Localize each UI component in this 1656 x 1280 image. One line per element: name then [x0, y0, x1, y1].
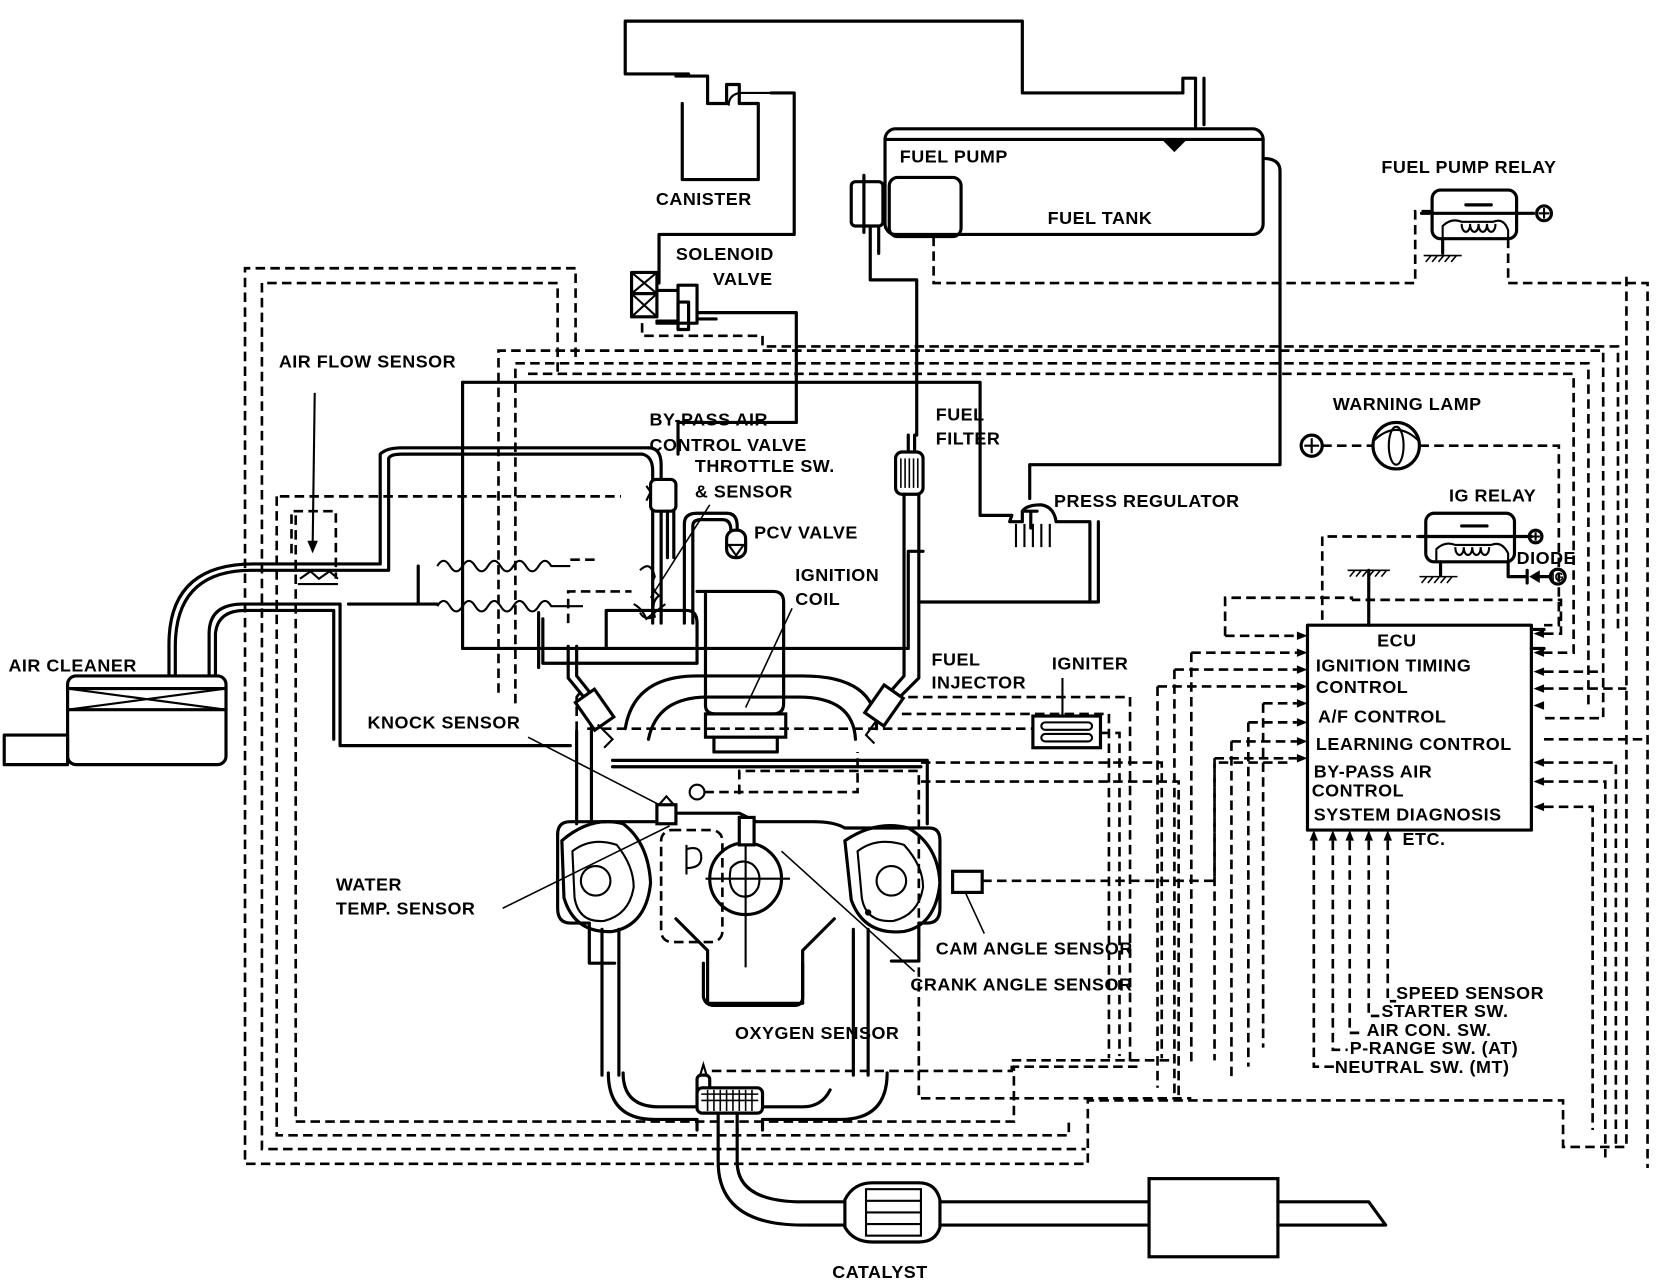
- ecu-input-item: STARTER SW.: [1381, 1001, 1508, 1021]
- warning-lamp: WARNING LAMP: [1299, 394, 1561, 627]
- solenoid-valve-label-2: VALVE: [713, 269, 773, 289]
- ecu-left-connectors: [1156, 596, 1354, 1099]
- ecu: ECU IGNITION TIMING CONTROL A/F CONTROL …: [1156, 596, 1644, 1158]
- throttle-switch-sensor: THROTTLE SW. & SENSOR: [649, 456, 835, 599]
- air-flow-sensor-label-text: AIR FLOW SENSOR: [279, 352, 456, 372]
- ig-terminal-icon: [1548, 567, 1567, 586]
- press-regulator-label: PRESS REGULATOR: [1054, 491, 1240, 511]
- fuel-filter-label-1: FUEL: [936, 404, 985, 424]
- wiring-harness-left: [243, 266, 1628, 1166]
- ig-relay-label: IG RELAY: [1449, 486, 1536, 506]
- battery-positive-icon-ig: [1527, 528, 1544, 545]
- fuel-tank: FUEL TANK: [883, 127, 1265, 237]
- water-temp-sensor: WATER TEMP. SENSOR: [336, 825, 670, 919]
- bypass-valve-label-1: BY-PASS AIR: [650, 410, 768, 430]
- canister: CANISTER: [656, 74, 796, 285]
- ignition-coil-label-1: IGNITION: [795, 565, 879, 585]
- cam-angle-sensor: CAM ANGLE SENSOR: [936, 761, 1291, 959]
- solenoid-valve: SOLENOID VALVE: [629, 244, 1620, 630]
- evap-vent-line: [623, 19, 1206, 129]
- catalyst: CATALYST: [832, 1181, 942, 1280]
- bypass-valve-label-2: CONTROL VALVE: [650, 435, 807, 455]
- fuel-return-line: [1028, 156, 1282, 501]
- throttle-sensor-body: [648, 477, 678, 513]
- fuel-injector-label-1: FUEL: [932, 649, 981, 669]
- ignition-coil: IGNITION COIL: [695, 565, 879, 754]
- ecu-input-item: NEUTRAL SW. (MT): [1335, 1057, 1510, 1077]
- by-pass-air-control-valve: BY-PASS AIR CONTROL VALVE: [650, 410, 807, 455]
- fuel-pump-relay-label: FUEL PUMP RELAY: [1381, 157, 1556, 177]
- knock-sensor-label: KNOCK SENSOR: [368, 713, 521, 733]
- ground-icon: [1423, 254, 1462, 263]
- fuel-injector-label-2: INJECTOR: [932, 673, 1027, 693]
- ecu-function: A/F CONTROL: [1318, 706, 1446, 726]
- ecu-function: SYSTEM DIAGNOSIS: [1314, 805, 1502, 825]
- ecu-function: CONTROL: [1316, 677, 1408, 697]
- fuel-injector-right: FUEL INJECTOR: [862, 547, 1132, 1067]
- engine-block: [556, 674, 942, 1077]
- warning-lamp-label: WARNING LAMP: [1333, 394, 1482, 414]
- throttle-sw-label-2: & SENSOR: [695, 481, 793, 501]
- catalyst-label: CATALYST: [832, 1262, 928, 1280]
- ecu-function: CONTROL: [1312, 780, 1404, 800]
- ecu-function: IGNITION TIMING: [1316, 656, 1471, 676]
- oxygen-sensor-label: OXYGEN SENSOR: [735, 1023, 899, 1043]
- ecu-input-list: SPEED SENSOR STARTER SW. AIR CON. SW. P-…: [1335, 983, 1544, 1077]
- fuel-pump-relay: FUEL PUMP RELAY: [1381, 157, 1649, 1169]
- exhaust-system: OXYGEN SENSOR: [606, 1023, 1173, 1227]
- cam-angle-sensor-label: CAM ANGLE SENSOR: [936, 939, 1133, 959]
- crank-angle-sensor: CRANK ANGLE SENSOR: [780, 850, 1132, 995]
- diode-icon: [1529, 570, 1540, 583]
- ecu-bottom-connectors: [1309, 830, 1397, 1068]
- crank-angle-sensor-label: CRANK ANGLE SENSOR: [910, 975, 1132, 995]
- ecu-input-item: AIR CON. SW.: [1367, 1020, 1492, 1040]
- throttle-sw-label-1: THROTTLE SW.: [695, 456, 835, 476]
- air-cleaner-label: AIR CLEANER: [8, 656, 136, 676]
- ecu-function: ETC.: [1403, 829, 1446, 849]
- ig-relay: IG RELAY DIODE IG: [1320, 486, 1576, 627]
- solenoid-valve-label-1: SOLENOID: [676, 244, 774, 264]
- fuel-level-marker-icon: [1161, 139, 1188, 153]
- air-flow-sensor: AIR FLOW SENSOR: [279, 352, 456, 586]
- air-cleaner: AIR CLEANER: [2, 446, 651, 767]
- wiring-harness-engine: [566, 590, 1192, 1100]
- pressure-regulator: PRESS REGULATOR: [1008, 491, 1240, 604]
- ground-icon-ig-relay: [1419, 575, 1458, 584]
- ecu-input-item: P-RANGE SW. (AT): [1350, 1038, 1519, 1058]
- ecu-title: ECU: [1377, 630, 1416, 650]
- fuel-pump: FUEL PUMP: [849, 147, 1433, 437]
- igniter-label: IGNITER: [1052, 654, 1128, 674]
- fuel-pump-label: FUEL PUMP: [900, 147, 1008, 167]
- wiring-harness-top: [497, 349, 1605, 720]
- intake-bellows: [436, 559, 583, 613]
- pcv-valve: PCV VALVE: [682, 511, 858, 625]
- battery-positive-icon: [1535, 204, 1554, 223]
- fuel-filter: FUEL FILTER: [894, 404, 1100, 604]
- fuel-tank-label: FUEL TANK: [1048, 208, 1153, 228]
- intake-plenum: [460, 380, 982, 670]
- pcv-valve-label: PCV VALVE: [754, 523, 858, 543]
- fuel-filter-label-2: FILTER: [936, 429, 1001, 449]
- igniter: IGNITER: [587, 654, 1128, 1057]
- fuel-injector-left: [566, 644, 617, 749]
- knock-sensor: KNOCK SENSOR: [368, 713, 859, 826]
- ecu-function: BY-PASS AIR: [1314, 761, 1432, 781]
- canister-label: CANISTER: [656, 189, 752, 209]
- ecu-right-connectors: [1351, 598, 1644, 1158]
- muffler: [938, 1177, 1388, 1259]
- diode-label: DIODE: [1517, 548, 1576, 568]
- ecu-function: LEARNING CONTROL: [1316, 734, 1512, 754]
- water-temp-sensor-label-1: WATER: [336, 874, 402, 894]
- ig-terminal-label: IG: [1551, 571, 1563, 584]
- ignition-coil-label-2: COIL: [795, 589, 840, 609]
- ecu-input-item: SPEED SENSOR: [1396, 983, 1544, 1003]
- water-temp-sensor-label-2: TEMP. SENSOR: [336, 899, 476, 919]
